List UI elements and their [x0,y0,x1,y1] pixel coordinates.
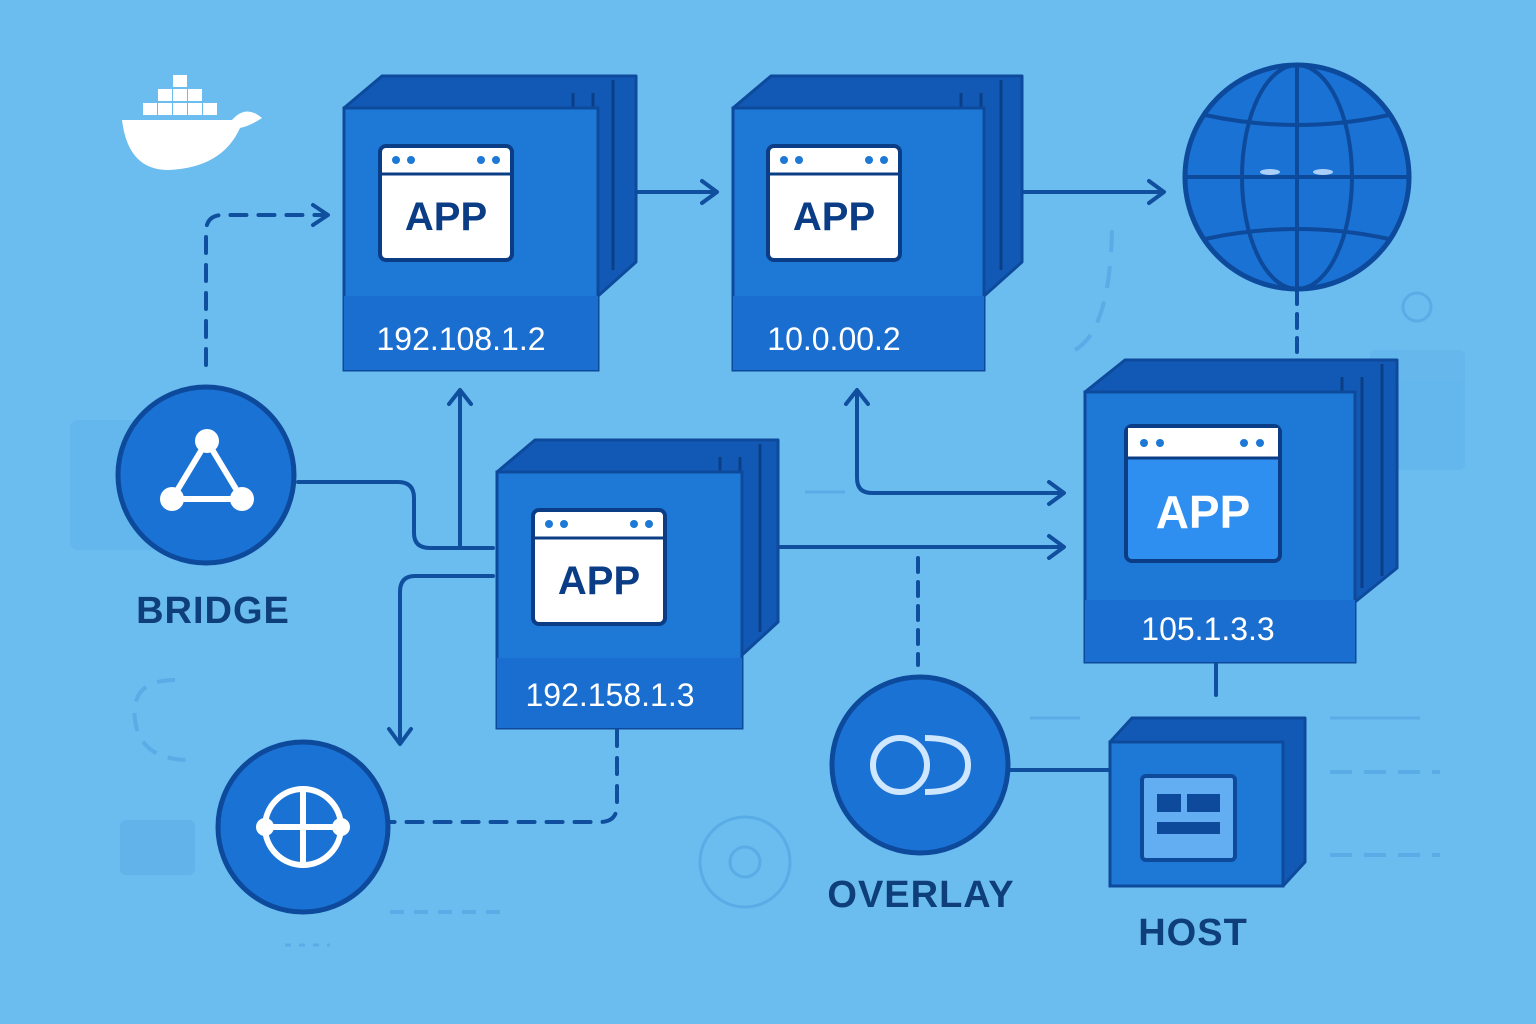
none-network-icon [256,786,350,868]
arrow-head [1147,179,1166,205]
container-3[interactable]: APP 192.158.1.3 [495,438,780,730]
container-3-to-none-link [398,574,495,744]
container-2-to-container-4-link [855,390,1064,495]
app-label: APP [793,195,875,239]
globe-icon [1182,62,1412,292]
app-label: APP [558,559,640,603]
bridge-network-node[interactable] [115,384,297,566]
arrow-head [844,388,870,406]
overlay-network-node[interactable] [829,674,1011,856]
ip-address-label: 10.0.00.2 [767,321,900,357]
host-server-icon [1140,774,1237,862]
none-network-node[interactable] [215,739,391,915]
host-label: HOST [1138,912,1248,954]
app-label: APP [405,195,487,239]
bridge-label: BRIDGE [136,590,290,632]
ip-address-label: 105.1.3.3 [1141,611,1274,647]
arrow-head [1047,534,1066,560]
arrow-head [447,388,473,406]
container-4[interactable]: APP 105.1.3.3 [1083,358,1399,664]
overlay-label: OVERLAY [827,874,1014,916]
arrow-head [700,179,719,205]
bridge-network-icon [160,429,254,511]
container-3-to-none-dashed [388,728,619,824]
arrow-head [387,727,413,746]
connectors [204,179,1299,824]
app-label: APP [1156,486,1251,538]
ip-address-label: 192.108.1.2 [376,321,545,357]
container-1[interactable]: APP 192.108.1.2 [342,74,638,372]
arrow-head [1047,480,1066,506]
docker-whale-icon [122,75,262,170]
host-server-node[interactable] [1108,716,1307,888]
container-2[interactable]: APP 10.0.00.2 [731,74,1024,372]
ip-address-label: 192.158.1.3 [525,677,694,713]
overlay-network-icon [870,735,972,795]
arrow-head [311,203,330,227]
bridge-to-container-1-dashed [204,213,327,367]
bridge-to-container-3-link [296,480,495,550]
